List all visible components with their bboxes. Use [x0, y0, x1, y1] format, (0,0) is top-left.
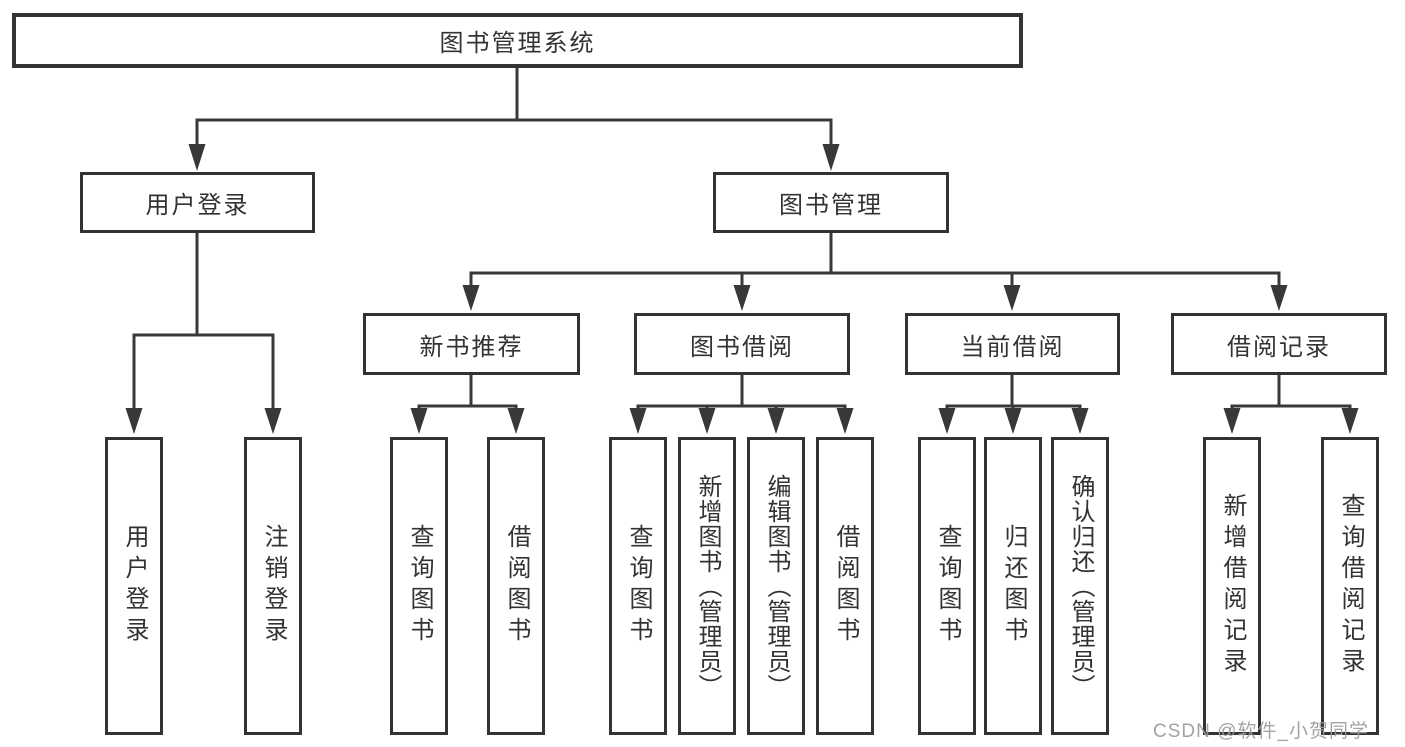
- node-edit-books-admin: 编辑图书（管理员）: [747, 437, 805, 735]
- node-add-books-admin: 新增图书（管理员）: [678, 437, 736, 735]
- node-library-management-system: 图书管理系统: [12, 13, 1023, 68]
- node-current-borrowing: 当前借阅: [905, 313, 1120, 375]
- node-confirm-return-admin: 确认归还（管理员）: [1051, 437, 1109, 735]
- node-logout: 注销登录: [244, 437, 302, 735]
- node-book-management: 图书管理: [713, 172, 949, 233]
- node-new-book-recommendation: 新书推荐: [363, 313, 580, 375]
- node-query-books-current: 查询图书: [918, 437, 976, 735]
- csdn-watermark: CSDN @软件_小贺同学: [1153, 721, 1369, 742]
- node-user-login-group: 用户登录: [80, 172, 315, 233]
- node-borrow-books: 借阅图书: [816, 437, 874, 735]
- node-query-books-borrowing: 查询图书: [609, 437, 667, 735]
- node-query-books-recommend: 查询图书: [390, 437, 448, 735]
- node-book-borrowing: 图书借阅: [634, 313, 850, 375]
- node-borrow-books-recommend: 借阅图书: [487, 437, 545, 735]
- node-query-borrow-record: 查询借阅记录: [1321, 437, 1379, 735]
- node-add-borrow-record: 新增借阅记录: [1203, 437, 1261, 735]
- node-user-login: 用户登录: [105, 437, 163, 735]
- arrowheads: [125, 144, 1359, 434]
- node-return-books: 归还图书: [984, 437, 1042, 735]
- node-borrowing-records: 借阅记录: [1171, 313, 1387, 375]
